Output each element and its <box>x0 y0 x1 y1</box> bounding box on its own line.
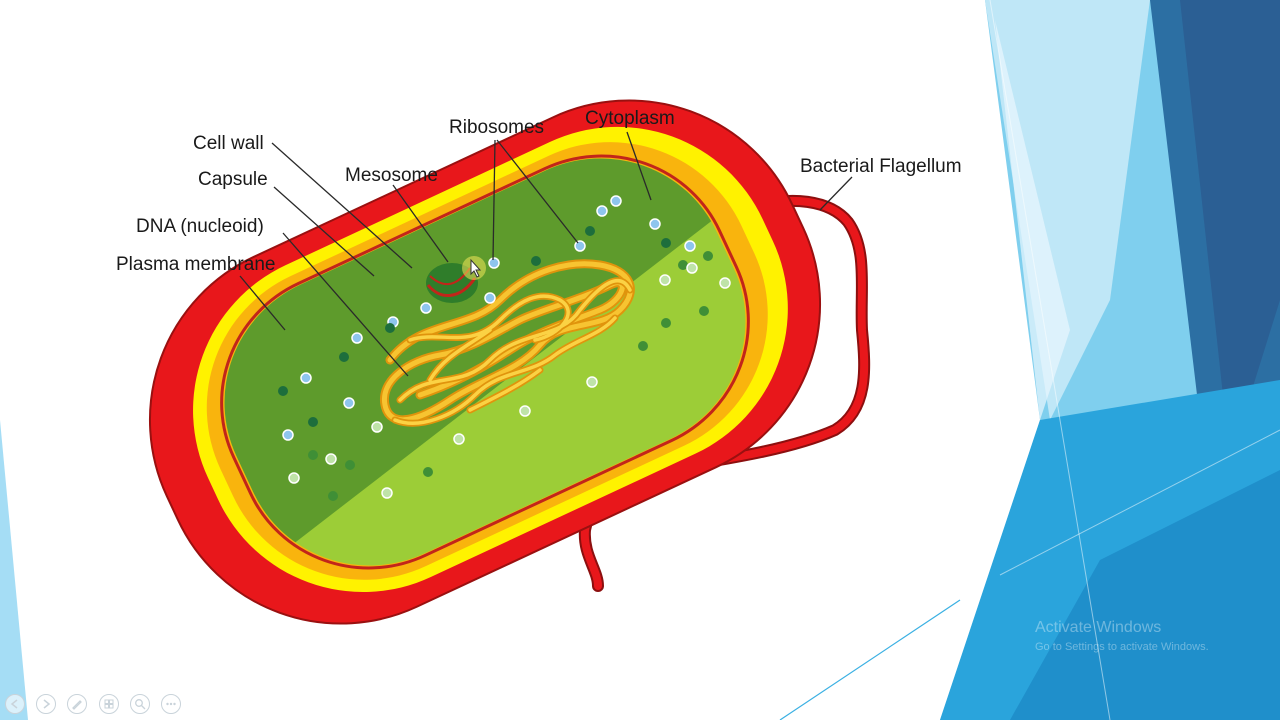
leader-lines <box>239 131 853 377</box>
slides-grid-icon <box>104 699 114 709</box>
cytoplasm-dark <box>182 115 740 575</box>
see-all-slides-button[interactable] <box>99 694 119 714</box>
more-icon <box>166 702 176 706</box>
label-plasma-membrane: Plasma membrane <box>116 254 275 275</box>
next-slide-button[interactable] <box>36 694 56 714</box>
mouse-pointer-icon <box>462 256 486 280</box>
pen-icon <box>72 700 82 710</box>
label-cytoplasm: Cytoplasm <box>585 108 675 129</box>
next-icon <box>43 699 51 709</box>
label-mesosome: Mesosome <box>345 165 438 186</box>
label-bacterial-flagellum: Bacterial Flagellum <box>800 156 962 177</box>
activate-windows-subtitle: Go to Settings to activate Windows. <box>1035 641 1209 653</box>
diagram-labels: Cell wall Capsule DNA (nucleoid) Plasma … <box>116 108 962 275</box>
pen-tool-button[interactable] <box>67 694 87 714</box>
ribosomes <box>278 195 731 501</box>
previous-slide-button[interactable] <box>5 694 25 714</box>
activate-windows-title: Activate Windows <box>1035 619 1161 636</box>
label-ribosomes: Ribosomes <box>449 117 544 138</box>
dna-nucleoid <box>380 259 635 427</box>
zoom-icon <box>135 699 146 710</box>
more-options-button[interactable] <box>161 694 181 714</box>
label-capsule: Capsule <box>198 169 268 190</box>
previous-icon <box>10 699 18 709</box>
label-dna-nucleoid: DNA (nucleoid) <box>136 216 264 237</box>
label-cell-wall: Cell wall <box>193 133 264 154</box>
zoom-button[interactable] <box>130 694 150 714</box>
